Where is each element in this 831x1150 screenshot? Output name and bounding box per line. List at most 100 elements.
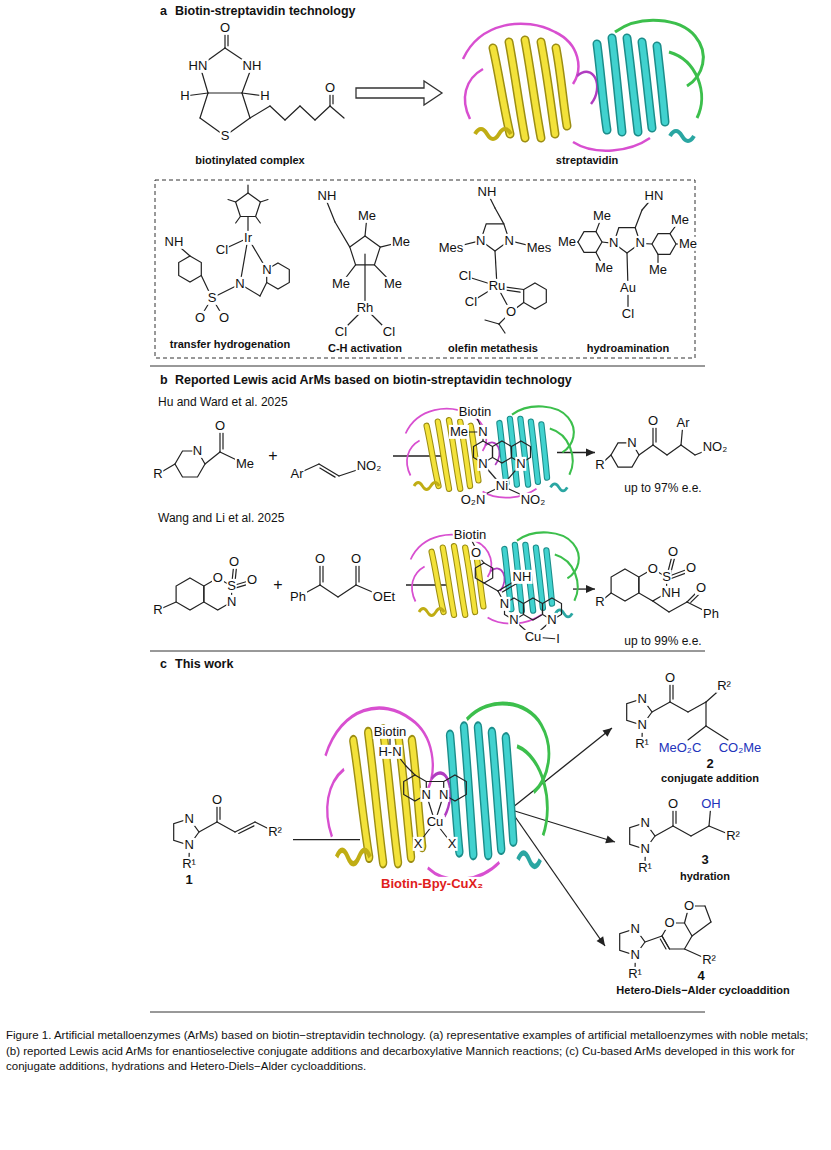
atom-label: N — [635, 236, 646, 250]
atom-label: Cl — [458, 269, 472, 283]
atom-label: N — [515, 457, 526, 471]
atom-label: O — [663, 916, 675, 930]
atom-label: N — [226, 595, 237, 609]
atom-label: S — [220, 129, 231, 143]
atom-label: Me — [357, 209, 377, 223]
panel-divider — [150, 651, 705, 652]
molecule: OOSONHOPhRup to 99% e.e. — [595, 530, 735, 655]
atom-label: HN — [188, 59, 209, 73]
atom-label: N — [234, 277, 245, 291]
atom-label: Me — [678, 237, 698, 251]
atom-label: Ph — [289, 590, 307, 604]
catalyst: BiotinH-NNNCuXXBiotin-Bpy-CuX₂ — [360, 722, 510, 897]
atom-label: Cl — [215, 243, 229, 257]
catalyst: BiotinONHNNNCuI — [448, 525, 573, 648]
compound-number: 1 — [185, 873, 192, 887]
molecule: NNOOHR²R¹3hydration — [615, 796, 765, 888]
atom-label: N — [438, 787, 449, 801]
bond-drawing — [450, 12, 725, 172]
atom-label: O — [314, 552, 326, 566]
panel-heading: Biotin-streptavidin technology — [175, 5, 356, 19]
atom-label: H — [259, 89, 270, 103]
panel-divider — [150, 1012, 705, 1013]
catalyst: HNNNMeMeMeMeMeMeAuClhydroamination — [562, 184, 700, 356]
bond-drawing — [605, 892, 800, 1000]
atom-label: O — [683, 899, 695, 913]
atom-label: Me — [594, 261, 614, 275]
selectivity-note: up to 97% e.e. — [624, 482, 701, 495]
figure-caption: Figure 1. Artificial metalloenzymes (ArM… — [6, 1028, 825, 1075]
atom-label: Biotin — [373, 725, 408, 739]
panel-divider — [150, 366, 705, 367]
bond-drawing — [425, 184, 560, 356]
panel-letter: b — [160, 374, 168, 388]
atom-label: Me — [670, 213, 690, 227]
catalyst: NHMeMeMeMeRhClClC-H activation — [305, 184, 425, 356]
atom-label: N — [630, 948, 641, 962]
atom-label: N — [184, 812, 195, 826]
atom-label: NO₂ — [702, 440, 729, 454]
molecule: OOPhOEt — [288, 545, 406, 625]
atom-label: HN — [644, 189, 665, 203]
atom-label: R — [594, 595, 605, 609]
atom-label: Me — [592, 209, 612, 223]
reaction-arrow — [393, 456, 445, 457]
atom-label: Me — [331, 277, 351, 291]
reaction-caption: Hetero-Diels−Alder cycloaddition — [616, 984, 789, 996]
atom-label: N — [475, 233, 486, 247]
atom-label: O — [214, 419, 226, 433]
atom-label: N — [640, 816, 651, 830]
protein: streptavidin — [450, 12, 725, 172]
atom-label: O — [212, 571, 224, 585]
atom-label: R¹ — [637, 861, 653, 875]
atom-label: O — [228, 555, 240, 569]
atom-label: S — [661, 570, 672, 584]
atom-label: N — [499, 596, 510, 610]
protein-ribbon — [411, 532, 579, 623]
atom-label: Ni — [495, 479, 509, 493]
atom-label: I — [555, 632, 561, 646]
atom-label: N — [508, 613, 519, 627]
atom-label: N — [504, 233, 515, 247]
atom-label: O — [470, 546, 482, 560]
atom-label: O — [664, 671, 676, 685]
atom-label: S — [226, 579, 237, 593]
atom-label: NH — [164, 235, 185, 249]
atom-label: N — [546, 613, 557, 627]
atom-label: N — [192, 444, 203, 458]
atom-label: O — [685, 561, 697, 575]
atom-label: NO₂ — [520, 493, 547, 507]
atom-label: N — [477, 425, 488, 439]
atom-label: Cu — [426, 815, 445, 829]
bond-drawing — [285, 412, 393, 500]
protein-ribbon — [463, 20, 703, 150]
atom-label: O — [695, 581, 707, 595]
atom-label: R — [594, 458, 605, 472]
plus-sign: + — [268, 447, 277, 465]
atom-label: O — [647, 414, 659, 428]
reaction-arrow — [293, 839, 360, 840]
atom-label: N — [626, 436, 637, 450]
atom-label: Ph — [702, 607, 720, 621]
atom-label: H-N — [377, 745, 402, 759]
atom-label: N — [640, 842, 651, 856]
atom-label: Cl — [621, 307, 635, 321]
atom-label: Me — [648, 263, 668, 277]
bond-drawing — [448, 525, 573, 647]
panel-letter: a — [160, 5, 167, 19]
citation: Wang and Li et al. 2025 — [158, 512, 284, 525]
atom-label: N — [637, 718, 648, 732]
compound-number: 4 — [697, 969, 704, 983]
molecule: ArNO₂ — [285, 412, 393, 500]
bond-drawing — [160, 184, 300, 354]
bond-drawing — [288, 545, 406, 625]
reaction-arrow — [573, 585, 595, 593]
reaction-arrow — [510, 810, 605, 947]
molecule: NOArNO₂Rup to 97% e.e. — [595, 405, 735, 500]
atom-label: Me — [391, 235, 411, 249]
molecule: OONNR²R¹4Hetero-Diels−Alder cycloadditio… — [605, 892, 800, 1000]
molecule: NNOR²R¹MeO₂CCO₂Me2conjugate addition — [612, 668, 780, 788]
atom-label: Ar — [290, 467, 305, 481]
atom-label: R² — [716, 679, 732, 693]
atom-label: NH — [512, 570, 533, 584]
